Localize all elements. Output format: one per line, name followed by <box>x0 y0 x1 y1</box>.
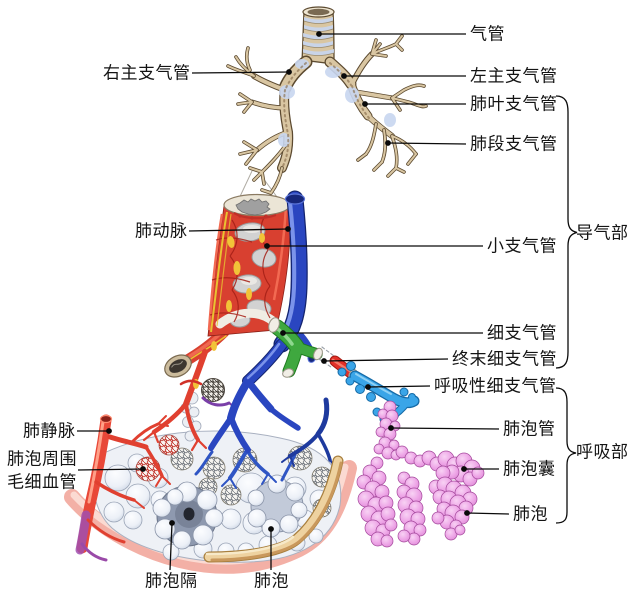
label-bronchiole: 细支气管 <box>487 323 557 343</box>
label-alveolus-bottom: 肺泡 <box>254 571 289 591</box>
bronchial-tree-illustration <box>226 34 428 195</box>
brace-respiratory-portion <box>555 387 577 524</box>
label-peri-alveolar-capillaries-line1: 肺泡周围 <box>7 449 77 469</box>
label-alveolar-duct: 肺泡管 <box>503 419 556 439</box>
small-bronchus-cylinder-illustration <box>207 193 291 337</box>
label-pulmonary-artery: 肺动脉 <box>135 221 188 241</box>
alveolar-septum-illustration <box>152 481 224 550</box>
label-pulmonary-vein: 肺静脉 <box>23 421 76 441</box>
label-small-bronchus: 小支气管 <box>487 236 557 256</box>
support-plank-illustration <box>203 455 344 563</box>
label-trachea: 气管 <box>470 24 505 44</box>
label-right-main-bronchus: 右主支气管 <box>103 63 191 83</box>
brace-conducting-portion <box>555 95 578 369</box>
label-lobar-bronchus: 肺叶支气管 <box>470 94 558 114</box>
label-alveolar-sac: 肺泡囊 <box>503 459 556 479</box>
leader-lines <box>77 31 510 571</box>
label-terminal-bronchiole: 终末细支气管 <box>452 349 557 369</box>
label-conducting-portion: 导气部 <box>576 223 629 243</box>
label-alveolus-right: 肺泡 <box>513 504 548 524</box>
trachea-illustration <box>301 6 335 65</box>
bronchiole-green-illustration <box>268 317 335 378</box>
label-peri-alveolar-capillaries-line2: 毛细血管 <box>7 472 77 492</box>
label-left-main-bronchus: 左主支气管 <box>470 66 558 86</box>
label-respiratory-bronchiole: 呼吸性细支气管 <box>434 376 557 396</box>
label-respiratory-portion: 呼吸部 <box>576 442 629 462</box>
blue-branch-twigs <box>194 397 337 489</box>
label-segmental-bronchus: 肺段支气管 <box>470 134 558 154</box>
pink-alveoli-illustration <box>356 400 485 548</box>
label-alveolar-septum: 肺泡隔 <box>145 571 198 591</box>
